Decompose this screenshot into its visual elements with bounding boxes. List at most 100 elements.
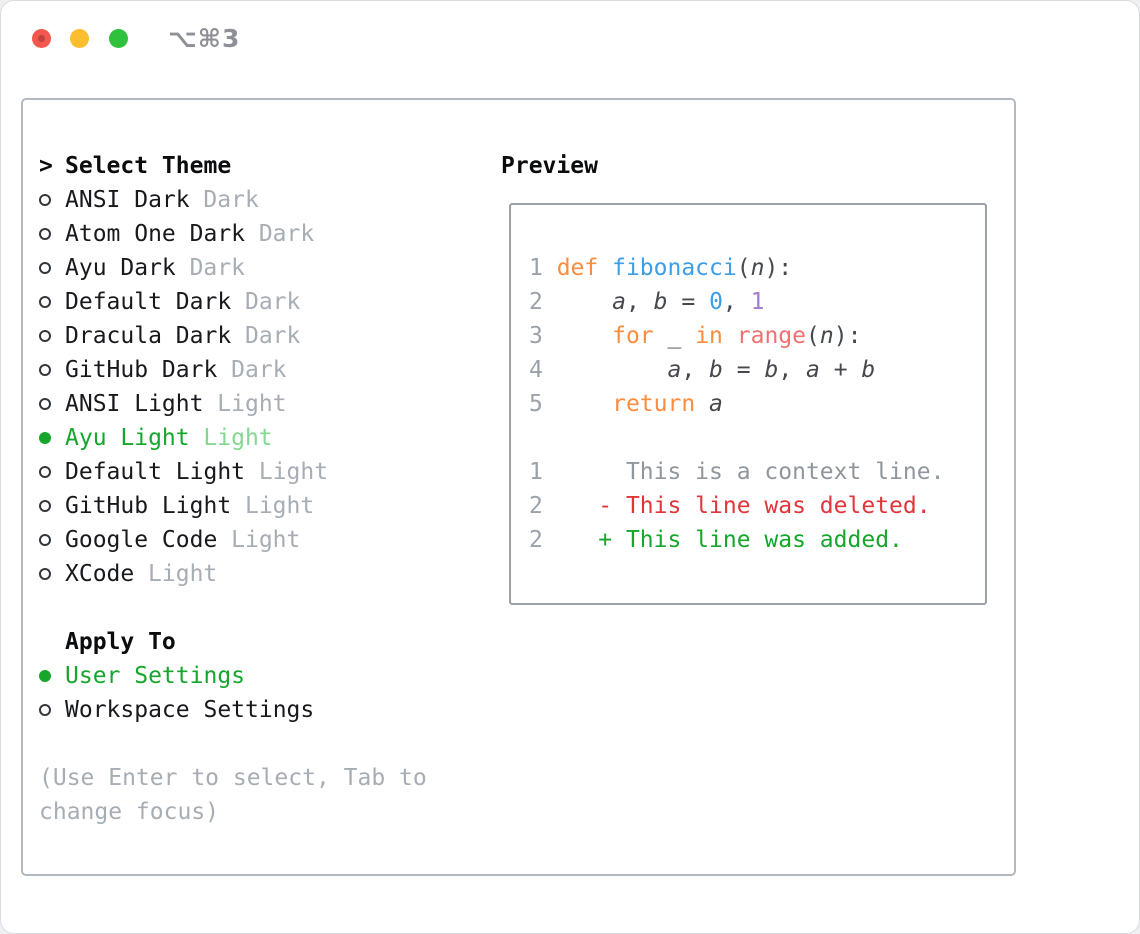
option-category: Light — [203, 425, 273, 451]
radio-selected-icon — [39, 432, 65, 444]
code-token: 2 — [529, 289, 557, 315]
code-token: 1 — [529, 459, 543, 485]
code-token: b — [709, 357, 723, 383]
select-theme-heading: > Select Theme — [39, 149, 479, 183]
code-token — [557, 323, 612, 349]
option-label: Ayu Light — [65, 425, 190, 451]
radio-icon — [39, 500, 65, 512]
code-token: , — [681, 357, 710, 383]
radio-icon — [39, 364, 65, 376]
option-category: Dark — [244, 323, 301, 349]
option-label: User Settings — [65, 663, 246, 689]
option-label: Dracula Dark — [65, 323, 232, 349]
code-token — [557, 391, 612, 417]
code-token: b — [653, 289, 668, 315]
radio-icon — [39, 194, 65, 206]
option-label: ANSI Dark — [65, 187, 190, 213]
option-label: Workspace Settings — [65, 697, 315, 723]
code-token — [543, 493, 598, 519]
radio-icon — [39, 704, 65, 716]
preview-line: 3 for _ in range(n): — [529, 319, 985, 353]
theme-option[interactable]: ANSI Dark Dark — [39, 183, 479, 217]
apply-option[interactable]: Workspace Settings — [39, 693, 479, 727]
option-category: Light — [148, 561, 218, 587]
theme-option[interactable]: Default Light Light — [39, 455, 479, 489]
spacer — [39, 727, 479, 761]
code-token: 3 — [529, 323, 557, 349]
preview-title: Preview — [501, 153, 598, 179]
option-category: Light — [258, 459, 329, 485]
preview-line: 1 def fibonacci(n): — [529, 251, 985, 285]
apply-to-heading: Apply To — [39, 625, 479, 659]
preview-line: 1 This is a context line. — [529, 455, 985, 489]
option-category: Light — [217, 391, 287, 417]
preview-line: 2 - This line was deleted. — [529, 489, 985, 523]
select-theme-title: Select Theme — [65, 153, 232, 179]
theme-option[interactable]: XCode Light — [39, 557, 479, 591]
code-token: b — [764, 357, 779, 383]
option-label: Google Code — [65, 527, 218, 553]
theme-option[interactable]: ANSI Light Light — [39, 387, 479, 421]
option-category: Dark — [203, 187, 259, 213]
hint-text: (Use Enter to select, Tab to change focu… — [39, 765, 427, 825]
code-token: , — [625, 289, 654, 315]
theme-option[interactable]: Ayu Light Light — [39, 421, 479, 455]
window-shortcut-label: ⌥⌘3 — [168, 24, 241, 53]
code-token: a — [667, 357, 682, 383]
prompt-prefix: > — [39, 153, 65, 179]
option-label: XCode — [65, 561, 135, 587]
code-token: + — [819, 357, 862, 383]
code-token: n — [819, 323, 834, 349]
code-token: = — [667, 289, 710, 315]
code-token: + This line was added. — [598, 527, 903, 553]
code-token: b — [861, 357, 876, 383]
code-token: 1 — [529, 255, 557, 281]
preview-line: 5 return a — [529, 387, 985, 421]
minimize-button[interactable] — [70, 29, 89, 48]
option-label: Default Light — [65, 459, 246, 485]
code-token: for — [612, 323, 654, 349]
code-token: 0 — [709, 289, 723, 315]
option-label: GitHub Light — [65, 493, 232, 519]
theme-option[interactable]: Atom One Dark Dark — [39, 217, 479, 251]
code-token: ): — [764, 255, 793, 281]
theme-option[interactable]: Dracula Dark Dark — [39, 319, 479, 353]
code-token — [695, 391, 709, 417]
code-token: , — [778, 357, 807, 383]
option-label: Ayu Dark — [65, 255, 176, 281]
apply-to-title: Apply To — [65, 629, 176, 655]
code-token — [557, 357, 668, 383]
preview-box: 1 def fibonacci(n): 2 a, b = 0, 1 3 for _ … — [509, 203, 987, 605]
radio-icon — [39, 398, 65, 410]
code-token: 5 — [529, 391, 557, 417]
close-button[interactable] — [32, 29, 51, 48]
preview-line: 2 + This line was added. — [529, 523, 985, 557]
code-token: def — [556, 255, 613, 281]
code-token — [543, 527, 598, 553]
option-label: Default Dark — [65, 289, 232, 315]
preview-line: 4 a, b = b, a + b — [529, 353, 985, 387]
radio-icon — [39, 568, 65, 580]
apply-option[interactable]: User Settings — [39, 659, 479, 693]
code-token: ( — [736, 255, 751, 281]
option-label: GitHub Dark — [65, 357, 218, 383]
code-token: ( — [806, 323, 820, 349]
option-label: ANSI Light — [65, 391, 204, 417]
option-label: Atom One Dark — [65, 221, 246, 247]
radio-selected-icon — [39, 670, 65, 682]
option-category: Dark — [258, 221, 315, 247]
radio-icon — [39, 466, 65, 478]
zoom-button[interactable] — [109, 29, 128, 48]
code-token: , — [722, 289, 751, 315]
code-token: a — [709, 391, 723, 417]
radio-icon — [39, 228, 65, 240]
